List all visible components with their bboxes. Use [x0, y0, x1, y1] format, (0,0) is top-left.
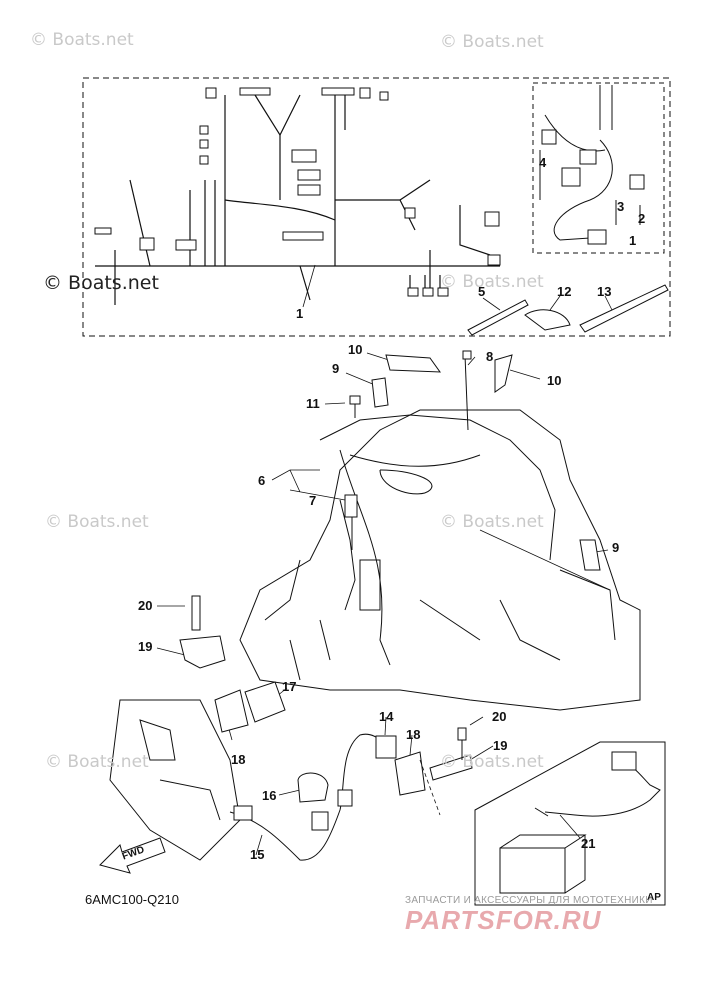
- callout-16: 16: [262, 788, 277, 803]
- leader-lines: [156, 264, 613, 856]
- callout-10: 10: [348, 342, 363, 357]
- callout-18: 18: [231, 752, 246, 767]
- callout-11: 11: [306, 396, 320, 411]
- callout-17: 17: [282, 679, 297, 694]
- callout-7: 7: [309, 493, 317, 508]
- callout-20: 20: [492, 709, 507, 724]
- callout-6: 6: [258, 473, 266, 488]
- battery-and-lead: [499, 751, 661, 894]
- callout-1: 1: [296, 306, 304, 321]
- inset-harness: [539, 85, 645, 245]
- callout-5: 5: [478, 284, 486, 299]
- harness-connectors: [94, 87, 501, 297]
- callout-3: 3: [617, 199, 625, 214]
- watermark: © Boats.net: [440, 752, 544, 772]
- callout-4: 4: [539, 155, 547, 170]
- diagram-code: 6AMC100-Q210: [85, 892, 179, 907]
- watermark: © Boats.net: [43, 272, 159, 294]
- shop-tagline: ЗАПЧАСТИ И АКСЕССУАРЫ ДЛЯ МОТОТЕХНИКИ: [405, 895, 653, 906]
- callout-1-inset: 1: [629, 233, 637, 248]
- callout-15: 15: [250, 847, 265, 862]
- callout-18: 18: [406, 727, 421, 742]
- fwd-arrow: [99, 837, 166, 874]
- callout-8: 8: [486, 349, 494, 364]
- shop-logo[interactable]: PARTSFOR.RU: [405, 905, 602, 935]
- watermark: © Boats.net: [440, 272, 544, 292]
- watermark: © Boats.net: [440, 32, 544, 52]
- lower-left-parts: [109, 595, 286, 861]
- callout-20: 20: [138, 598, 153, 613]
- watermark: © Boats.net: [440, 512, 544, 532]
- harness-frame: [82, 77, 671, 337]
- callout-13: 13: [597, 284, 612, 299]
- callout-19: 19: [493, 738, 508, 753]
- wire-harness: [95, 94, 500, 305]
- watermark: © Boats.net: [45, 752, 149, 772]
- watermark: © Boats.net: [30, 30, 134, 50]
- callout-9: 9: [612, 540, 620, 555]
- battery-inset-frame: [474, 741, 666, 906]
- callout-2: 2: [638, 211, 646, 226]
- inset-tag: AP: [647, 892, 661, 903]
- engine-block: [239, 354, 641, 711]
- callout-9: 9: [332, 361, 340, 376]
- upper-parts: [349, 350, 601, 571]
- inset-frame-top: [532, 82, 665, 254]
- callout-21: 21: [581, 836, 596, 851]
- lower-harness: [229, 727, 473, 861]
- callout-10: 10: [547, 373, 562, 388]
- cable-ties: [467, 284, 669, 336]
- watermark: © Boats.net: [45, 512, 149, 532]
- callout-14: 14: [379, 709, 394, 724]
- callout-19: 19: [138, 639, 153, 654]
- callout-12: 12: [557, 284, 572, 299]
